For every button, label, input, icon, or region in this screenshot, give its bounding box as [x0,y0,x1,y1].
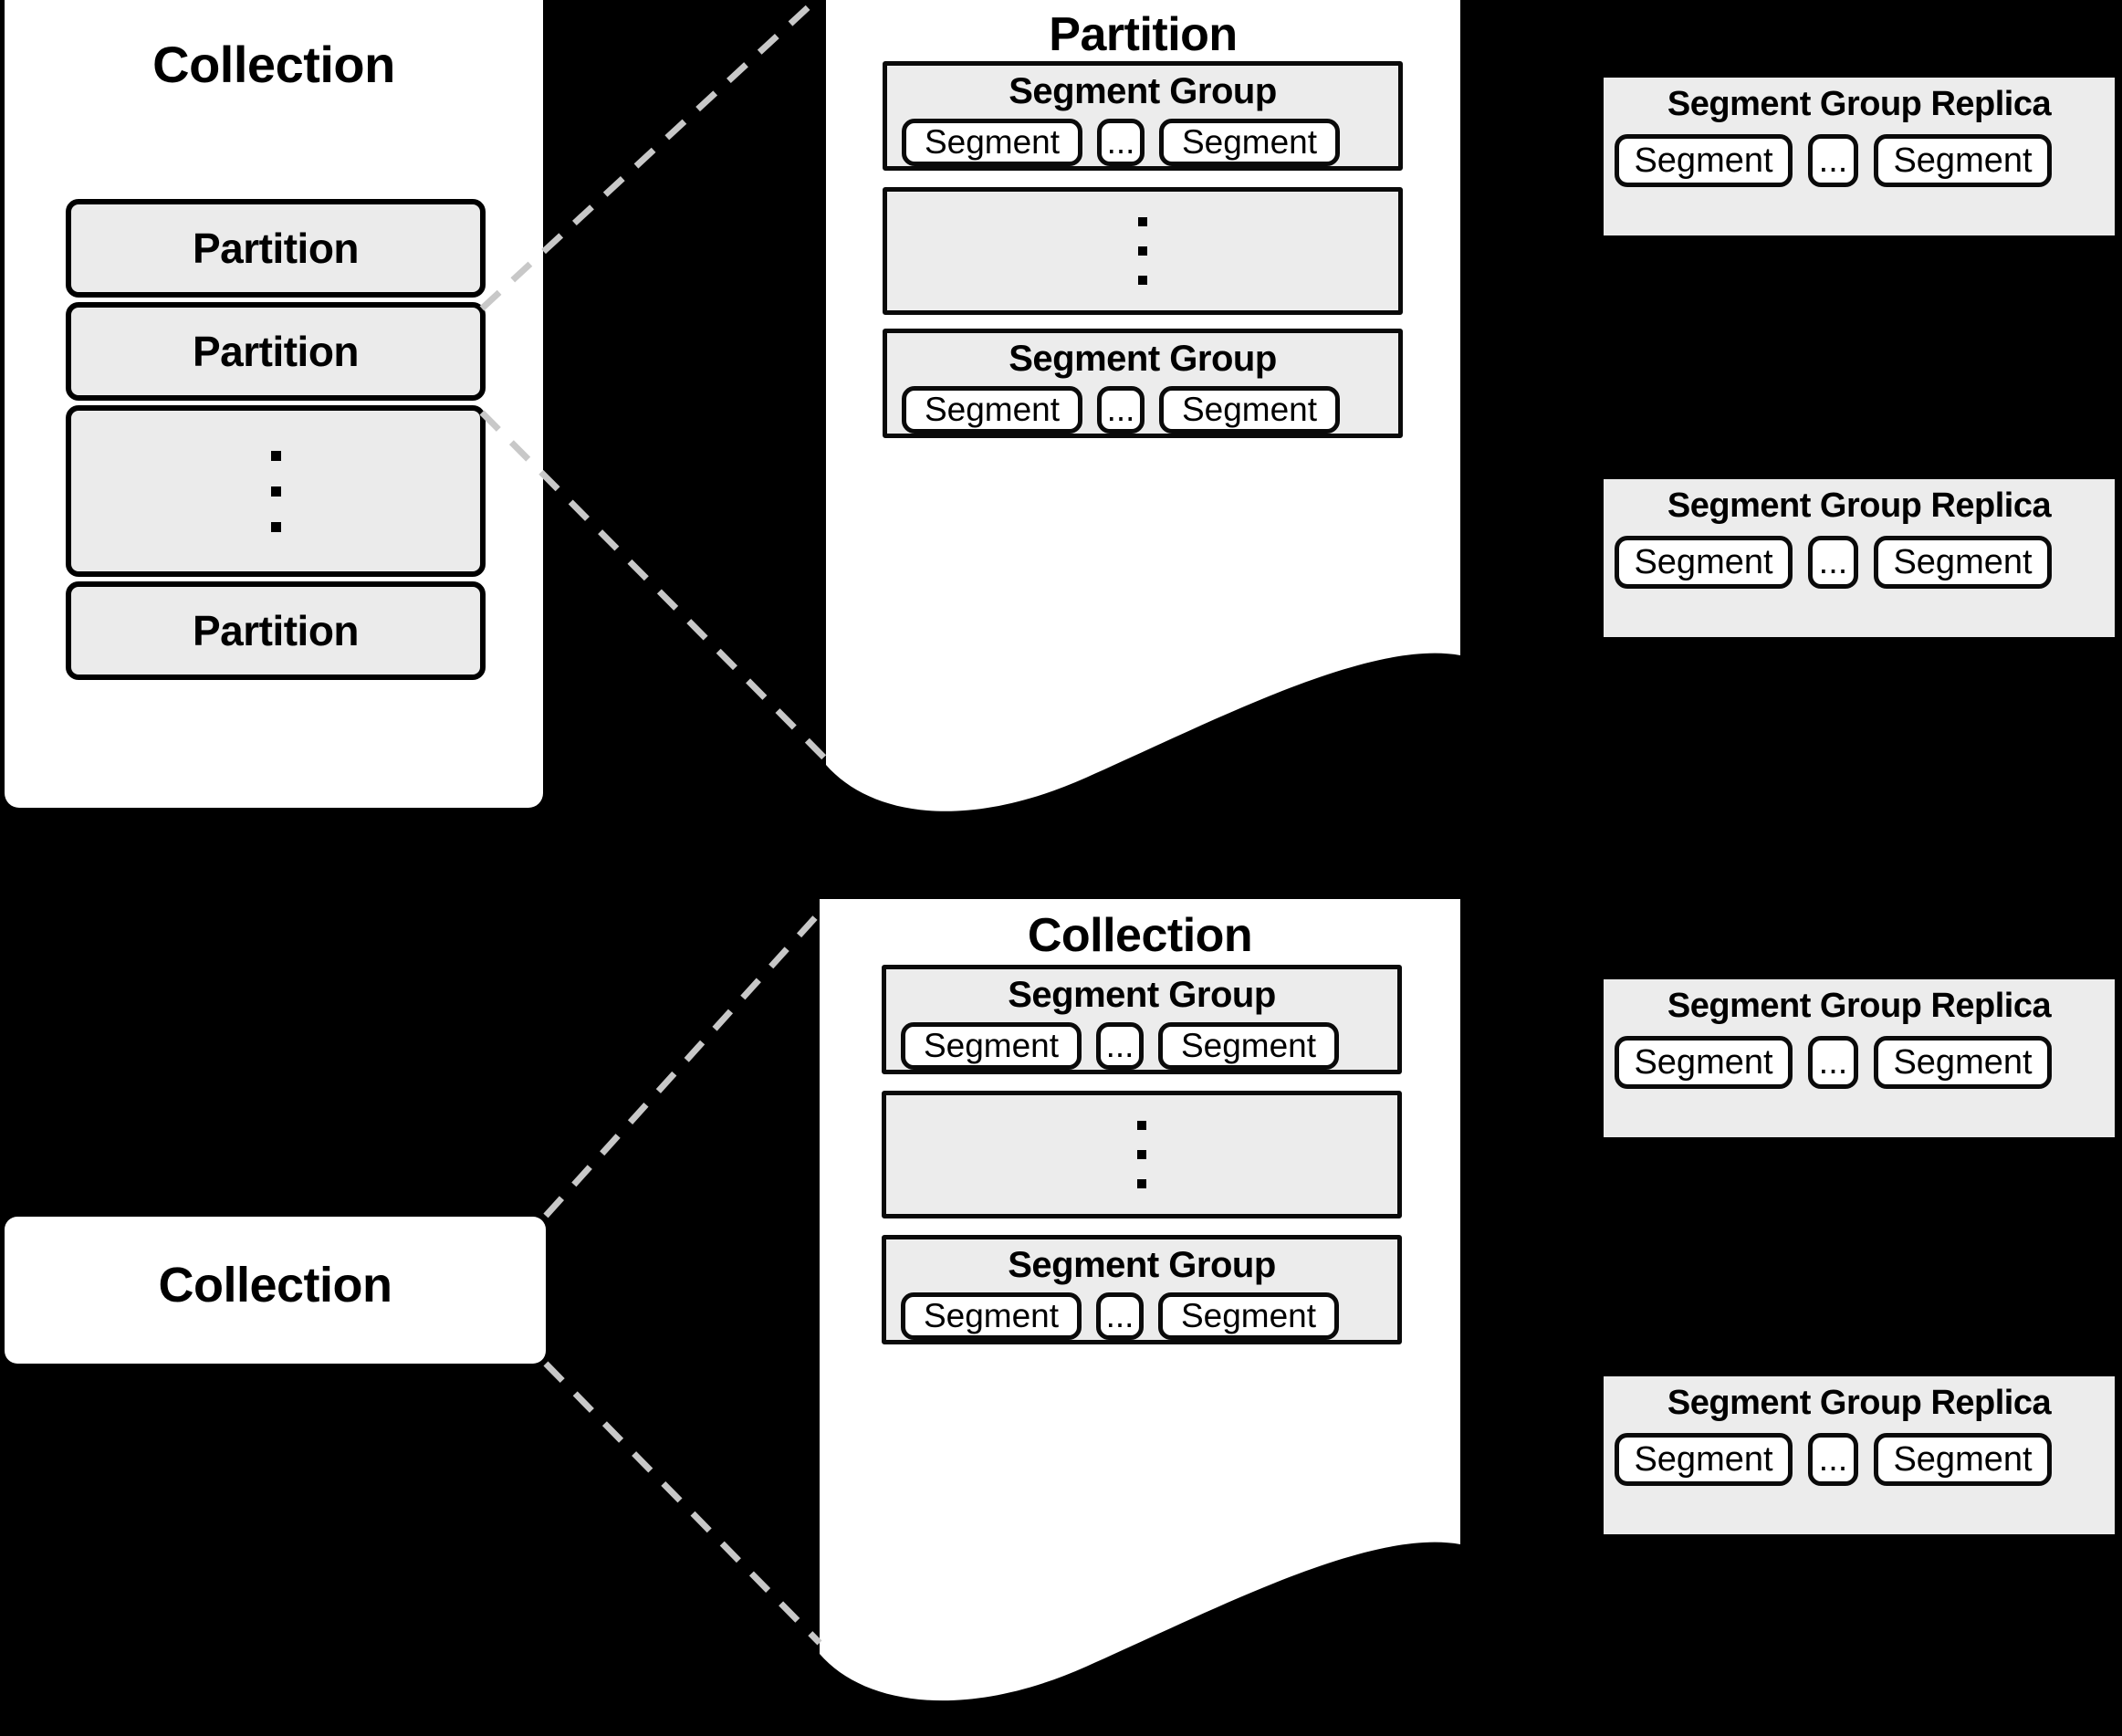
partition-row-2-label: Partition [192,328,360,375]
segment-group-3[interactable]: Segment Group Segment ... Segment [882,965,1402,1074]
segment-ellipsis-chip: ... [1808,1433,1858,1486]
segment-chip[interactable]: Segment [1158,1292,1339,1340]
segment-chip[interactable]: Segment [1615,536,1793,589]
vertical-ellipsis-icon [71,411,480,571]
segment-group-ellipsis [883,187,1403,315]
segment-ellipsis-chip: ... [1808,1036,1858,1089]
segment-group-replica-4[interactable]: Segment Group Replica Segment ... Segmen… [1604,1376,2115,1534]
segment-group-3-title: Segment Group [1008,975,1276,1015]
segment-chip[interactable]: Segment [1159,119,1340,166]
segment-group-1-title: Segment Group [1009,71,1277,111]
segment-ellipsis-chip: ... [1097,386,1145,434]
segment-group-replica-3-title: Segment Group Replica [1667,987,2052,1025]
segment-group-2[interactable]: Segment Group Segment ... Segment [883,329,1403,438]
segment-group-3-row: Segment ... Segment [901,1022,1339,1070]
collection-panel-title: Collection [1027,909,1253,962]
segment-group-replica-4-row: Segment ... Segment [1615,1433,2052,1486]
segment-ellipsis-chip: ... [1096,1022,1144,1070]
segment-group-1-row: Segment ... Segment [902,119,1340,166]
segment-group-replica-3-row: Segment ... Segment [1615,1036,2052,1089]
segment-group-2-title: Segment Group [1009,339,1277,379]
segment-group-4[interactable]: Segment Group Segment ... Segment [882,1235,1402,1344]
partition-row-1-label: Partition [192,225,360,272]
segment-group-replica-2[interactable]: Segment Group Replica Segment ... Segmen… [1604,479,2115,637]
collection-box-bottom[interactable]: Collection [5,1217,546,1364]
collection-box-bottom-label: Collection [158,1258,392,1312]
segment-group-replica-2-title: Segment Group Replica [1667,486,2052,525]
segment-group-replica-4-title: Segment Group Replica [1667,1384,2052,1422]
segment-chip[interactable]: Segment [1158,1022,1339,1070]
segment-chip[interactable]: Segment [1615,1036,1793,1089]
partition-row-ellipsis [66,405,486,577]
segment-ellipsis-chip: ... [1808,134,1858,187]
segment-chip[interactable]: Segment [902,386,1082,434]
segment-group-4-title: Segment Group [1008,1245,1276,1285]
partition-row-3-label: Partition [192,607,360,654]
segment-group-replica-2-row: Segment ... Segment [1615,536,2052,589]
segment-chip[interactable]: Segment [1615,134,1793,187]
partition-row-1[interactable]: Partition [66,199,486,298]
partition-row-3[interactable]: Partition [66,581,486,680]
segment-ellipsis-chip: ... [1096,1292,1144,1340]
segment-chip[interactable]: Segment [1874,134,2052,187]
segment-chip[interactable]: Segment [901,1022,1082,1070]
partition-detail-panel: Partition Segment Group Segment ... Segm… [826,0,1460,821]
segment-chip[interactable]: Segment [901,1292,1082,1340]
segment-chip[interactable]: Segment [1874,1433,2052,1486]
segment-chip[interactable]: Segment [1615,1433,1793,1486]
segment-ellipsis-chip: ... [1097,119,1145,166]
segment-group-4-row: Segment ... Segment [901,1292,1339,1340]
collection-title-top: Collection [152,36,395,93]
segment-group-replica-1-title: Segment Group Replica [1667,85,2052,123]
collection-detail-panel: Collection Segment Group Segment ... Seg… [820,899,1460,1702]
segment-group-2-row: Segment ... Segment [902,386,1340,434]
segment-chip[interactable]: Segment [1874,1036,2052,1089]
segment-group-replica-1[interactable]: Segment Group Replica Segment ... Segmen… [1604,78,2115,235]
partition-row-2[interactable]: Partition [66,302,486,401]
segment-group-1[interactable]: Segment Group Segment ... Segment [883,61,1403,171]
segment-ellipsis-chip: ... [1808,536,1858,589]
segment-group-ellipsis [882,1091,1402,1218]
vertical-ellipsis-icon [887,192,1398,310]
partition-panel-title: Partition [1049,8,1238,61]
segment-chip[interactable]: Segment [1874,536,2052,589]
segment-chip[interactable]: Segment [1159,386,1340,434]
segment-group-replica-1-row: Segment ... Segment [1615,134,2052,187]
segment-chip[interactable]: Segment [902,119,1082,166]
collection-box-top[interactable]: Collection Partition Partition Partition [5,0,543,808]
segment-group-replica-3[interactable]: Segment Group Replica Segment ... Segmen… [1604,979,2115,1137]
vertical-ellipsis-icon [886,1095,1397,1214]
